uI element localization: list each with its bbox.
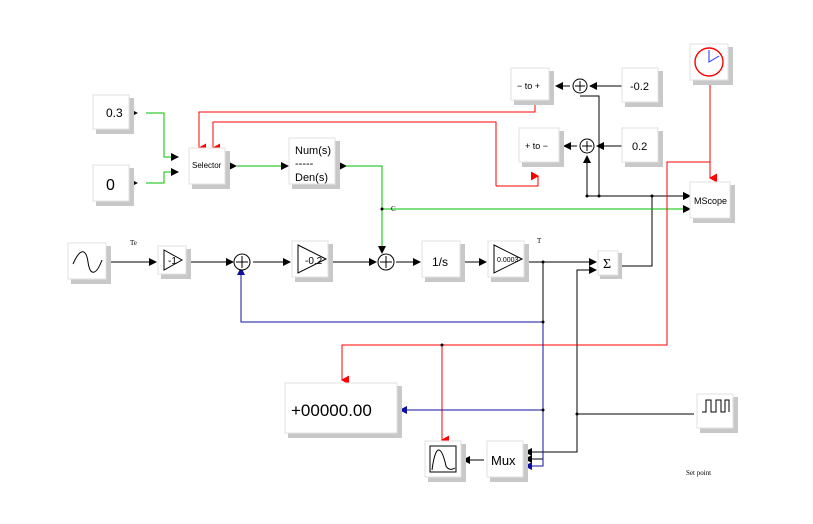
mscope-block[interactable]: MScope xyxy=(689,181,735,223)
transfer-denominator: Den(s) xyxy=(295,172,328,184)
scope-screen-icon xyxy=(429,445,457,473)
sum-block-top[interactable] xyxy=(572,78,588,94)
clock-hands-icon xyxy=(708,50,720,63)
link-setpoint-to-sum3[interactable] xyxy=(576,266,694,415)
saturation-value: -1 xyxy=(168,256,177,267)
constant-block-a[interactable]: 0.3 xyxy=(92,94,134,134)
transfer-numerator: Num(s) xyxy=(295,145,331,157)
constant-block-b[interactable]: 0 xyxy=(92,164,134,206)
sigma-icon: Σ xyxy=(603,257,611,272)
minus-to-plus-label: − to + xyxy=(517,81,540,91)
gain-block[interactable]: -0.2 xyxy=(291,240,333,282)
link-blue-to-mux[interactable] xyxy=(524,322,544,470)
constant-pos-value: 0.2 xyxy=(632,141,647,153)
mscope-label: MScope xyxy=(694,196,727,206)
display-block[interactable]: +00000.00 xyxy=(284,382,402,438)
sine-generator-block[interactable] xyxy=(67,242,111,284)
display-value: +00000.00 xyxy=(291,401,372,420)
summation-block[interactable]: Σ xyxy=(597,250,622,279)
clock-block[interactable] xyxy=(689,43,733,85)
gain-value: -0.2 xyxy=(305,256,323,267)
integrator-block[interactable]: 1/s xyxy=(421,240,465,282)
split-point xyxy=(585,194,589,198)
signal-label-te: Te xyxy=(130,239,137,247)
mux-block[interactable]: Mux xyxy=(486,440,528,482)
sum-block-2[interactable] xyxy=(377,253,395,271)
signal-label-c: C xyxy=(391,205,396,213)
pulse-wave-icon xyxy=(702,399,730,413)
link-green-transfer-sum2[interactable] xyxy=(346,165,386,254)
link-red-clock-to-display[interactable] xyxy=(341,161,710,385)
plus-icon xyxy=(380,256,392,268)
pulse-generator-block[interactable] xyxy=(696,393,738,433)
plus-to-minus-block[interactable]: + to − xyxy=(518,127,564,167)
split-point xyxy=(380,207,384,211)
constant-a-value: 0.3 xyxy=(106,106,123,120)
link-red-plus-minus-to-selector[interactable] xyxy=(212,121,497,186)
constant-neg-value: -0.2 xyxy=(630,81,649,93)
link-t-to-mux[interactable] xyxy=(524,262,544,463)
plus-icon xyxy=(236,256,248,268)
transfer-function-block[interactable]: Num(s) ----- Den(s) xyxy=(288,137,340,189)
split-point xyxy=(650,194,654,198)
integrator-label: 1/s xyxy=(432,255,448,269)
gain-triangle-icon xyxy=(493,244,524,274)
clock-icon xyxy=(694,47,724,77)
gain-small-block[interactable]: 0.0003 xyxy=(487,240,529,282)
split-point xyxy=(597,194,601,198)
split-point xyxy=(575,412,579,416)
selector-block[interactable]: Selector xyxy=(188,147,230,189)
plus-icon xyxy=(582,141,592,151)
gain-triangle-icon xyxy=(297,244,328,274)
plus-to-minus-label: + to − xyxy=(525,141,548,151)
link-sum3-to-mscope[interactable] xyxy=(618,192,691,267)
mux-label: Mux xyxy=(491,453,516,468)
signal-label-t: T xyxy=(537,237,542,245)
sum-block-mid[interactable] xyxy=(579,138,595,154)
minus-to-plus-block[interactable]: − to + xyxy=(510,67,554,105)
selector-label: Selector xyxy=(192,161,222,170)
saturation-block[interactable]: -1 xyxy=(157,245,191,279)
link-blue-feedback[interactable] xyxy=(237,267,543,323)
link-green-const-b[interactable] xyxy=(146,168,179,184)
split-point xyxy=(541,408,545,412)
split-point xyxy=(541,260,545,264)
link-red-event-branch[interactable] xyxy=(496,171,539,187)
constant-block-neg[interactable]: -0.2 xyxy=(621,67,663,107)
link-green-const-a[interactable] xyxy=(146,112,179,161)
split-points xyxy=(380,194,654,416)
link-setpoint-to-mux[interactable] xyxy=(524,414,578,456)
set-point-label: Set point xyxy=(686,469,711,477)
gain-small-value: 0.0003 xyxy=(497,257,519,264)
transfer-fraction-bar: ----- xyxy=(295,158,314,170)
gain-triangle-icon xyxy=(163,249,184,271)
split-point xyxy=(440,343,444,347)
constant-block-pos[interactable]: 0.2 xyxy=(621,127,663,167)
scope-block[interactable] xyxy=(424,440,466,482)
scope-curve-icon xyxy=(431,449,456,471)
plus-icon xyxy=(575,81,585,91)
sine-wave-icon xyxy=(72,251,103,273)
constant-b-value: 0 xyxy=(106,177,115,194)
split-point xyxy=(541,320,545,324)
link-sum-top-feed[interactable] xyxy=(580,95,600,196)
sum-block-1[interactable] xyxy=(233,253,251,271)
